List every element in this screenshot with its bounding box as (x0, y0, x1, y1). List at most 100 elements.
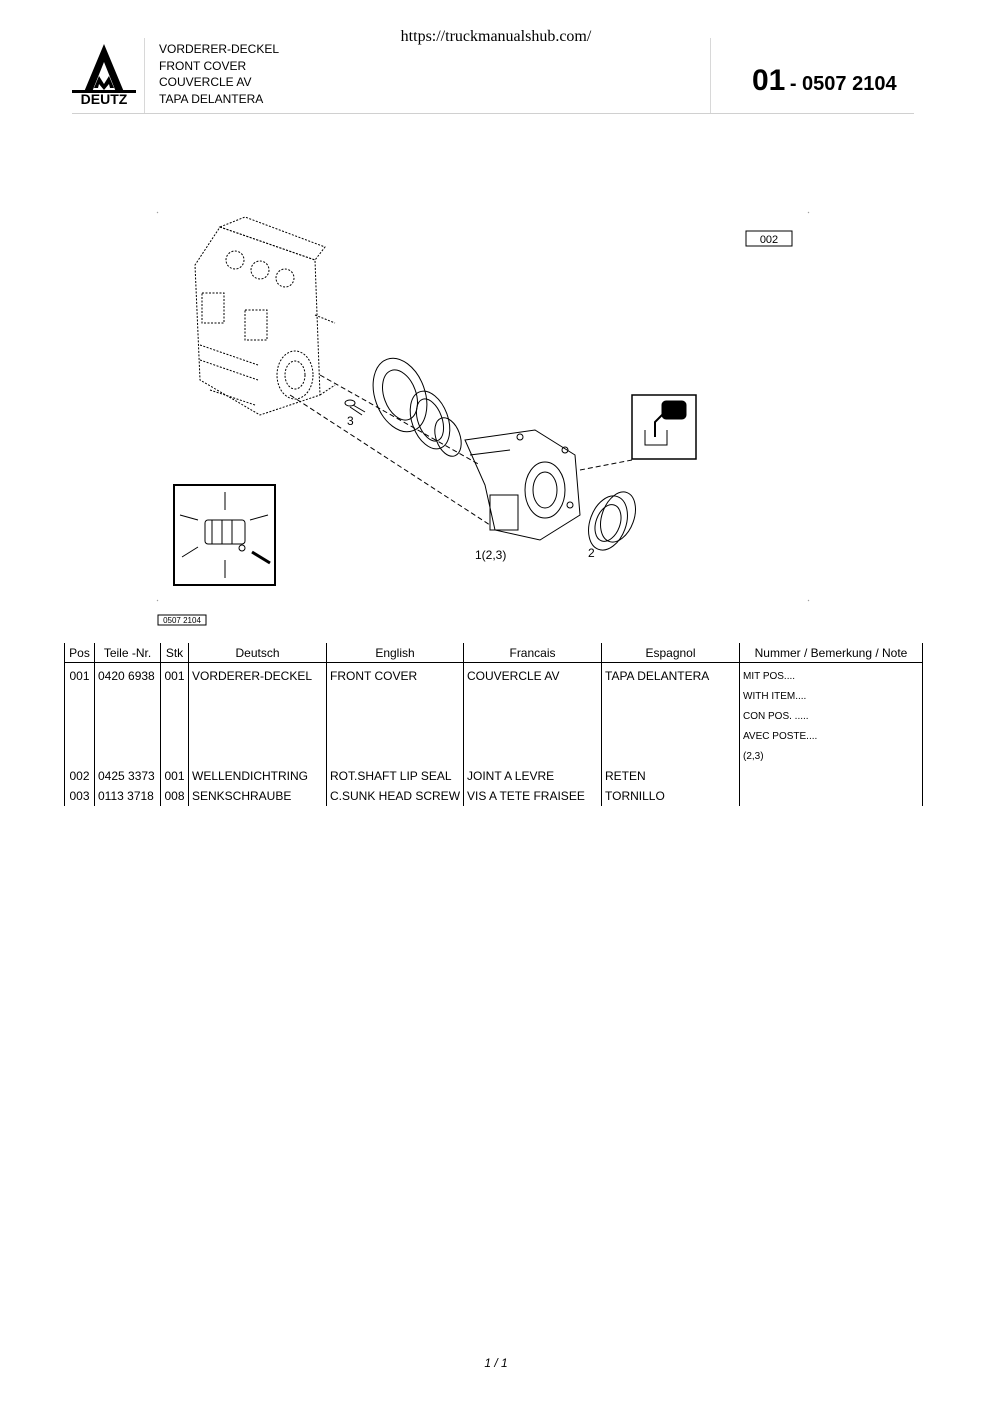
title-es: TAPA DELANTERA (159, 91, 264, 106)
cell-english: ROT.SHAFT LIP SEAL (326, 766, 464, 786)
callout-1: 1(2,3) (475, 548, 506, 562)
front-cover-part (464, 429, 581, 541)
col-francais: Francais (463, 643, 602, 663)
cell-deutsch (188, 726, 327, 746)
deutz-logo-icon: DEUTZ (72, 44, 136, 107)
callout-2: 2 (588, 546, 595, 560)
cell-note (739, 766, 923, 786)
drawing-number-box (157, 614, 207, 626)
drawing-number: 0507 2104 (163, 616, 201, 625)
table-row: AVEC POSTE.... (64, 726, 923, 746)
cell-espagnol: TAPA DELANTERA (601, 662, 740, 686)
cell-pos: 002 (64, 766, 95, 786)
cell-deutsch (188, 686, 327, 706)
cell-pos (64, 706, 95, 726)
document-number: 01 - 0507 2104 (752, 64, 897, 98)
cell-pos: 003 (64, 786, 95, 806)
cell-note: WITH ITEM.... (739, 686, 923, 706)
group-number: 01 (752, 64, 786, 97)
col-note: Nummer / Bemerkung / Note (739, 643, 923, 663)
oil-detail-box (631, 394, 697, 460)
cell-qty (160, 746, 189, 766)
source-url[interactable]: https://truckmanualshub.com/ (400, 28, 592, 45)
header-titles: VORDERER-DECKEL FRONT COVER COUVERCLE AV… (159, 41, 279, 107)
table-header-row: Pos Teile -Nr. Stk Deutsch English Franc… (64, 643, 923, 663)
cell-espagnol: RETEN (601, 766, 740, 786)
cell-francais: JOINT A LEVRE (463, 766, 602, 786)
cell-english: FRONT COVER (326, 662, 464, 686)
cell-pos: 001 (64, 662, 95, 686)
label-box (745, 230, 793, 247)
corner-marks (156, 211, 810, 602)
col-espagnol: Espagnol (601, 643, 740, 663)
cell-deutsch: SENKSCHRAUBE (188, 786, 327, 806)
page-header: DEUTZ VORDERER-DECKEL FRONT COVER COUVER… (72, 38, 914, 114)
cell-qty (160, 726, 189, 746)
col-deutsch: Deutsch (188, 643, 327, 663)
table-row: 002 0425 3373 001 WELLENDICHTRING ROT.SH… (64, 766, 923, 786)
cell-deutsch (188, 706, 327, 726)
table-row: WITH ITEM.... (64, 686, 923, 706)
cell-part-number (94, 726, 161, 746)
cell-note: AVEC POSTE.... (739, 726, 923, 746)
cell-espagnol (601, 726, 740, 746)
cell-espagnol (601, 706, 740, 726)
page-number: 1 / 1 (484, 1356, 508, 1370)
assembly-lines (289, 374, 633, 526)
cell-deutsch (188, 746, 327, 766)
cell-francais (463, 706, 602, 726)
cell-pos (64, 686, 95, 706)
cell-deutsch: VORDERER-DECKEL (188, 662, 327, 686)
exploded-drawing: 002 3 1( (156, 211, 810, 626)
cell-francais (463, 746, 602, 766)
cell-part-number: 0113 3718 (94, 786, 161, 806)
title-de: VORDERER-DECKEL (159, 42, 280, 56)
cell-espagnol (601, 686, 740, 706)
cell-note: MIT POS.... (739, 662, 923, 686)
callout-3: 3 (347, 414, 354, 428)
col-english: English (326, 643, 464, 663)
header-divider (710, 38, 711, 114)
header-divider (144, 38, 145, 114)
press-detail-box (173, 484, 276, 586)
cell-pos (64, 726, 95, 746)
logo-brand: DEUTZ (81, 91, 128, 107)
cell-espagnol: TORNILLO (601, 786, 740, 806)
cell-deutsch: WELLENDICHTRING (188, 766, 327, 786)
col-qty: Stk (160, 643, 189, 663)
lip-seal-part (588, 491, 636, 551)
table-row: 003 0113 3718 008 SENKSCHRAUBE C.SUNK HE… (64, 786, 923, 806)
cell-english (326, 726, 464, 746)
label-box-text: 002 (760, 234, 778, 246)
cell-francais: COUVERCLE AV (463, 662, 602, 686)
cell-francais (463, 726, 602, 746)
cell-espagnol (601, 746, 740, 766)
table-row: 001 0420 6938 001 VORDERER-DECKEL FRONT … (64, 662, 923, 686)
cell-francais: VIS A TETE FRAISEE (463, 786, 602, 806)
cell-note: CON POS. ..... (739, 706, 923, 726)
cell-part-number: 0425 3373 (94, 766, 161, 786)
cell-qty (160, 706, 189, 726)
header-rule (72, 113, 914, 114)
col-pos: Pos (64, 643, 95, 663)
table-row: CON POS. ..... (64, 706, 923, 726)
cell-part-number (94, 706, 161, 726)
cell-pos (64, 746, 95, 766)
cell-english: C.SUNK HEAD SCREW (326, 786, 464, 806)
cell-part-number (94, 746, 161, 766)
cell-part-number (94, 686, 161, 706)
cell-note: (2,3) (739, 746, 923, 766)
table-row: (2,3) (64, 746, 923, 766)
cell-english (326, 746, 464, 766)
cell-qty: 001 (160, 766, 189, 786)
cell-qty: 001 (160, 662, 189, 686)
cell-part-number: 0420 6938 (94, 662, 161, 686)
col-part-number: Teile -Nr. (94, 643, 161, 663)
screw-part (344, 399, 366, 416)
part-list-number: - 0507 2104 (789, 73, 897, 95)
cell-note (739, 786, 923, 806)
cell-francais (463, 686, 602, 706)
title-fr: COUVERCLE AV (159, 75, 252, 89)
cell-english (326, 686, 464, 706)
cell-english (326, 706, 464, 726)
